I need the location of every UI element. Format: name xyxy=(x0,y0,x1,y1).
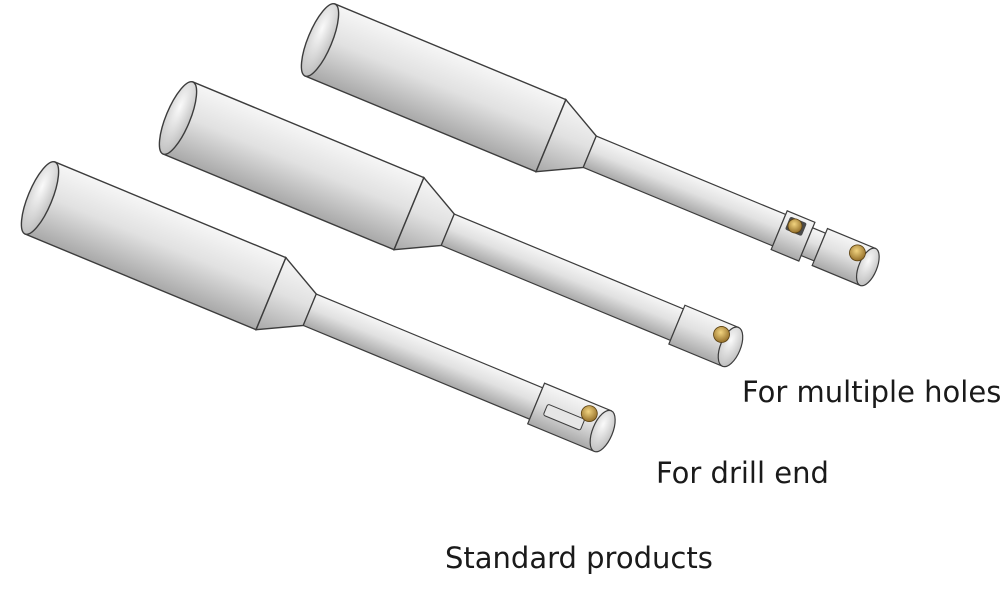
tool-multiple-holes xyxy=(300,2,880,287)
insert-gold-1 xyxy=(787,218,803,234)
tool-tip-face xyxy=(589,409,616,453)
tool-body-end-cap xyxy=(300,2,340,78)
label-drill-end: For drill end xyxy=(656,456,829,490)
insert-gold xyxy=(580,405,598,423)
tool-body-end-cap xyxy=(158,80,198,156)
insert-gold-2 xyxy=(849,244,866,262)
insert-pocket xyxy=(543,404,585,431)
tool-body-end-cap xyxy=(20,160,60,236)
tool-neck xyxy=(302,293,544,420)
tool-standard xyxy=(20,160,616,453)
tool-neck xyxy=(582,135,787,247)
insert-gold xyxy=(713,326,730,343)
tool-tip-face xyxy=(855,247,880,287)
tool-drill-end xyxy=(158,80,744,368)
label-multiple-holes: For multiple holes xyxy=(742,375,1000,409)
label-standard-products: Standard products xyxy=(445,541,713,575)
tool-neck xyxy=(440,213,685,342)
